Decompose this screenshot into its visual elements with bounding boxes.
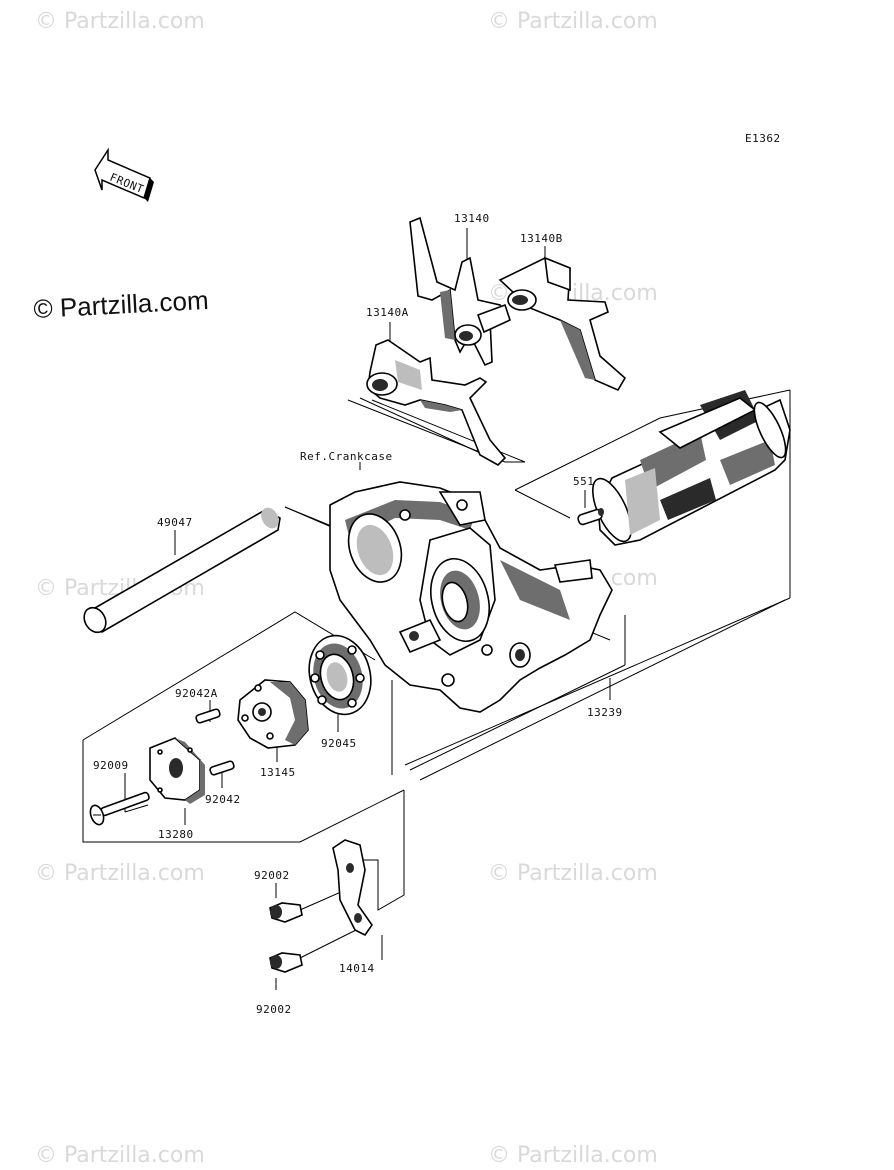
watermark-top-right: © Partzilla.com xyxy=(488,9,658,34)
cam-13145 xyxy=(237,679,309,749)
screw-92009 xyxy=(89,791,150,826)
watermark-bottom-left: © Partzilla.com xyxy=(35,1143,205,1168)
shift-fork-13140A xyxy=(366,339,507,466)
label-92042: 92042 xyxy=(205,793,241,806)
label-92042A: 92042A xyxy=(175,687,218,700)
pin-551 xyxy=(577,508,604,526)
watermark-top-left: © Partzilla.com xyxy=(35,9,205,34)
label-49047: 49047 xyxy=(157,516,193,529)
front-arrow-icon: FRONT xyxy=(94,147,154,202)
label-92002-lower: 92002 xyxy=(256,1003,292,1016)
diagram-code: E1362 xyxy=(745,132,781,145)
watermark-bottom-right: © Partzilla.com xyxy=(488,1143,658,1168)
watermark-lower-left: © Partzilla.com xyxy=(35,861,205,886)
part-labels: 13140 13140B 13140A Ref.Crankcase 551 49… xyxy=(93,212,623,1016)
label-92045: 92045 xyxy=(321,737,357,750)
plate-13280 xyxy=(149,737,205,804)
watermark-lower-right: © Partzilla.com xyxy=(488,861,658,886)
pin-92042A xyxy=(195,708,221,724)
shift-drum-13239 xyxy=(592,390,791,546)
label-13280: 13280 xyxy=(158,828,194,841)
label-13140B: 13140B xyxy=(520,232,563,245)
partzilla-brand-text: © Partzilla.com xyxy=(33,285,210,324)
bolt-92002-lower xyxy=(269,952,303,973)
shaft-49047 xyxy=(83,507,281,634)
bolt-92002-upper xyxy=(269,902,303,923)
plate-14014 xyxy=(332,839,373,937)
bearing-92045 xyxy=(308,634,372,716)
label-14014: 14014 xyxy=(339,962,375,975)
label-551: 551 xyxy=(573,475,594,488)
shift-fork-13140B xyxy=(498,256,627,392)
label-92009: 92009 xyxy=(93,759,129,772)
label-13239: 13239 xyxy=(587,706,623,719)
label-ref-crankcase: Ref.Crankcase xyxy=(300,450,393,463)
shift-fork-13140 xyxy=(409,216,511,367)
label-13145: 13145 xyxy=(260,766,296,779)
label-13140: 13140 xyxy=(454,212,490,225)
crankcase-section xyxy=(329,481,613,713)
pin-92042 xyxy=(209,760,235,776)
label-13140A: 13140A xyxy=(366,306,409,319)
label-92002-upper: 92002 xyxy=(254,869,290,882)
